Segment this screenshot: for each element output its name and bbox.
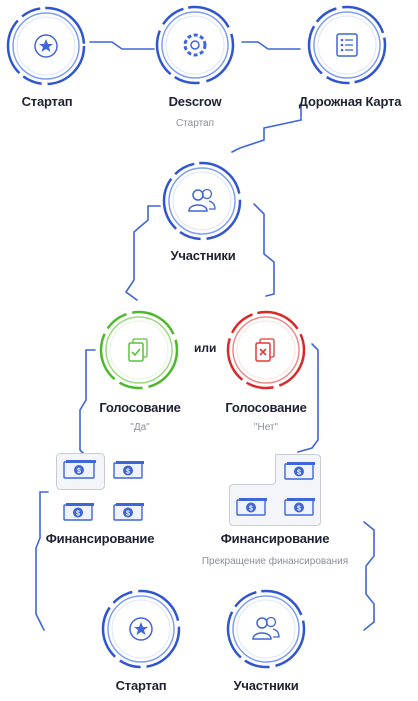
roadmap-label: Дорожная Карта xyxy=(298,94,402,109)
vote-yes-label: Голосование xyxy=(99,400,181,415)
link-descrow-roadmap xyxy=(241,41,301,50)
descrow-sublabel: Стартап xyxy=(175,118,215,129)
startup-bottom-node[interactable] xyxy=(101,589,181,669)
startup-label: Стартап xyxy=(21,94,73,109)
funding-right-sublabel: Прекращение финансирования xyxy=(201,556,349,567)
people-icon xyxy=(226,589,306,669)
participants-node[interactable] xyxy=(162,161,242,241)
funding-right-label: Финансирование xyxy=(220,531,330,546)
participants-bottom-node[interactable] xyxy=(226,589,306,669)
roadmap-node[interactable] xyxy=(307,5,387,85)
svg-text:$: $ xyxy=(76,511,80,518)
money-icon: $ $ $ $ xyxy=(56,453,144,521)
funding-right-graphic[interactable]: $ $ $ xyxy=(229,454,321,531)
link-participants-left xyxy=(124,205,161,301)
vote-no-label: Голосование xyxy=(225,400,307,415)
svg-text:$: $ xyxy=(297,506,301,513)
link-funding-participants xyxy=(363,521,375,631)
funding-left-graphic[interactable]: $ $ $ $ xyxy=(56,453,146,532)
document-check-icon xyxy=(99,310,179,390)
startup-node[interactable] xyxy=(6,6,86,86)
link-funding-startup xyxy=(35,491,49,631)
svg-text:$: $ xyxy=(126,469,130,476)
funding-left-label: Финансирование xyxy=(45,531,155,546)
svg-text:$: $ xyxy=(297,470,301,477)
vote-no-sublabel: "Нет" xyxy=(253,422,279,433)
vote-yes-node[interactable] xyxy=(99,310,179,390)
link-yes-funding xyxy=(79,349,96,457)
participants-bottom-label: Участники xyxy=(233,678,299,693)
or-label: или xyxy=(194,341,217,355)
document-cross-icon xyxy=(226,310,306,390)
svg-text:$: $ xyxy=(126,511,130,518)
participants-label: Участники xyxy=(170,248,236,263)
link-participants-right xyxy=(253,203,275,297)
descrow-label: Descrow xyxy=(168,94,222,109)
descrow-node[interactable] xyxy=(155,5,235,85)
star-icon xyxy=(101,589,181,669)
svg-text:$: $ xyxy=(77,468,81,475)
link-startup-descrow xyxy=(89,41,155,50)
svg-text:$: $ xyxy=(249,506,253,513)
link-roadmap-participants xyxy=(231,103,302,153)
star-icon xyxy=(6,6,86,86)
vote-yes-sublabel: "Да" xyxy=(130,422,150,433)
gear-icon xyxy=(155,5,235,85)
link-no-funding xyxy=(297,343,319,453)
vote-no-node[interactable] xyxy=(226,310,306,390)
startup-bottom-label: Стартап xyxy=(115,678,167,693)
list-icon xyxy=(307,5,387,85)
money-icon: $ $ $ xyxy=(229,454,321,526)
people-icon xyxy=(162,161,242,241)
